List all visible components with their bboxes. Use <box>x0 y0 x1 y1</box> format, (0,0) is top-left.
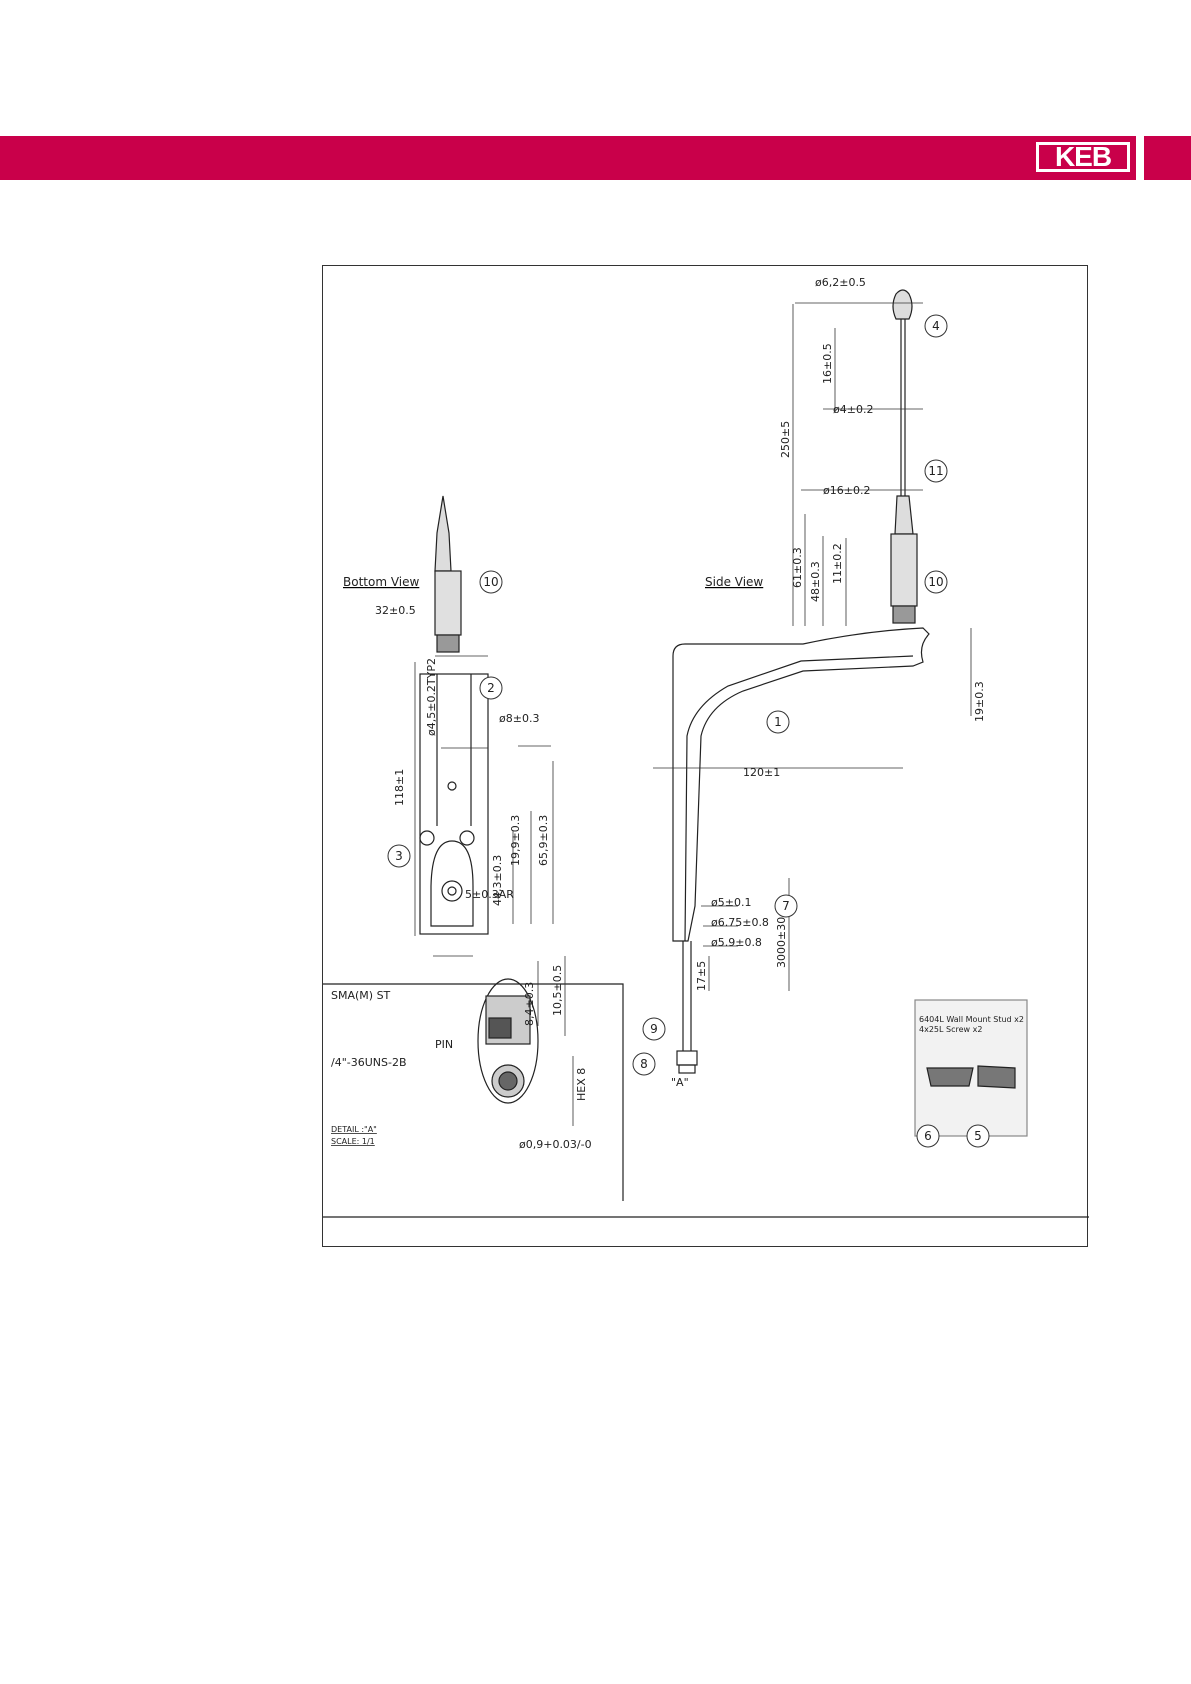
dim-h16: 16±0.5 <box>821 343 834 384</box>
bottom-sensor-tip <box>434 495 452 572</box>
balloon-6-label: 6 <box>924 1129 932 1143</box>
detail-box <box>323 983 624 1201</box>
bottom-hole-left <box>419 830 435 846</box>
detail-dim-105: 10,5±0.5 <box>551 965 564 1016</box>
balloon-11-label: 11 <box>928 464 943 478</box>
balloon-1-label: 1 <box>774 715 782 729</box>
balloon-4-label: 4 <box>932 319 940 333</box>
dim-d675: ø6.75±0.8 <box>711 916 769 929</box>
side-sensor-body <box>890 533 918 607</box>
technical-drawing-frame: 4 11 10 10 2 3 1 7 9 8 6 5 Bottom View S… <box>322 265 1089 1247</box>
balloon-3 <box>387 844 411 868</box>
dim-h659: 65,9±0.3 <box>537 815 550 866</box>
dim-d8: ø8±0.3 <box>499 712 539 725</box>
dim-d45: ø4,5±0.2TYP2 <box>425 658 438 736</box>
side-bracket <box>672 627 930 942</box>
balloon-10-bottom <box>479 570 503 594</box>
bottom-sensor-body <box>434 570 462 636</box>
balloon-4 <box>924 314 948 338</box>
bottom-connector-outline <box>430 840 474 927</box>
detail-title: SMA(M) ST <box>331 989 391 1002</box>
side-sensor-tip <box>892 289 913 320</box>
detail-hex: HEX 8 <box>575 1068 588 1101</box>
detail-dim-84: 8,4±0.3 <box>523 982 536 1026</box>
kit-line-2: 4x25L Screw x2 <box>919 1025 982 1034</box>
bottom-view-title: Bottom View <box>343 575 419 589</box>
balloon-9 <box>642 1017 666 1041</box>
dim-d16: ø16±0.2 <box>823 484 870 497</box>
balloon-10-bottom-label: 10 <box>483 575 498 589</box>
dim-d4: ø4±0.2 <box>833 403 873 416</box>
balloon-3-label: 3 <box>395 849 403 863</box>
balloon-11 <box>924 459 948 483</box>
dim-h17: 17±5 <box>695 961 708 991</box>
balloon-7-label: 7 <box>782 899 790 913</box>
dim-w5: 5±0.3AR <box>465 888 514 901</box>
balloon-10-side <box>924 570 948 594</box>
dim-h11: 11±0.2 <box>831 543 844 584</box>
balloon-5 <box>966 1124 990 1148</box>
dim-h3000: 3000±30 <box>775 917 788 968</box>
balloon-1 <box>766 710 790 734</box>
logo: KEB <box>1032 138 1136 178</box>
balloon-10-side-label: 10 <box>928 575 943 589</box>
bottom-bracket <box>419 673 489 935</box>
dim-h199: 19,9±0.3 <box>509 815 522 866</box>
balloon-2-label: 2 <box>487 681 495 695</box>
logo-gap <box>1136 136 1144 180</box>
dim-h48: 48±0.3 <box>809 561 822 602</box>
technical-drawing: 4 11 10 10 2 3 1 7 9 8 6 5 Bottom View S… <box>323 276 1089 1218</box>
balloon-8-label: 8 <box>640 1057 648 1071</box>
balloon-6 <box>916 1124 940 1148</box>
header-band <box>0 136 1191 180</box>
detail-connector-outline <box>477 978 539 1104</box>
bottom-hole-right <box>459 830 475 846</box>
balloon-5-label: 5 <box>974 1129 982 1143</box>
logo-text: KEB <box>1036 142 1130 172</box>
detail-pin: PIN <box>435 1038 453 1051</box>
dim-w120: 120±1 <box>743 766 780 779</box>
dim-d59: ø5.9±0.8 <box>711 936 762 949</box>
bottom-sensor-knurl <box>436 634 460 653</box>
side-view-title: Side View <box>705 575 763 589</box>
dim-h443: 44,3±0.3 <box>491 855 504 906</box>
detail-a-label: "A" <box>671 1076 689 1089</box>
detail-scale: SCALE: 1/1 <box>331 1137 375 1146</box>
detail-thread: /4"-36UNS-2B <box>331 1056 407 1069</box>
detail-pin-dia: ø0,9+0.03/-0 <box>519 1138 592 1151</box>
dim-h250: 250±5 <box>779 421 792 458</box>
dim-32: 32±0.5 <box>375 604 416 617</box>
balloon-7 <box>774 894 798 918</box>
balloon-8 <box>632 1052 656 1076</box>
dim-d5: ø5±0.1 <box>711 896 751 909</box>
dim-h61: 61±0.3 <box>791 547 804 588</box>
balloon-9-label: 9 <box>650 1022 658 1036</box>
dim-h19: 19±0.3 <box>973 681 986 722</box>
kit-line-1: 6404L Wall Mount Stud x2 <box>919 1015 1024 1024</box>
dim-d62: ø6,2±0.5 <box>815 276 866 289</box>
detail-label: DETAIL :"A" <box>331 1125 377 1134</box>
dim-h118: 118±1 <box>393 769 406 806</box>
balloon-2 <box>479 676 503 700</box>
